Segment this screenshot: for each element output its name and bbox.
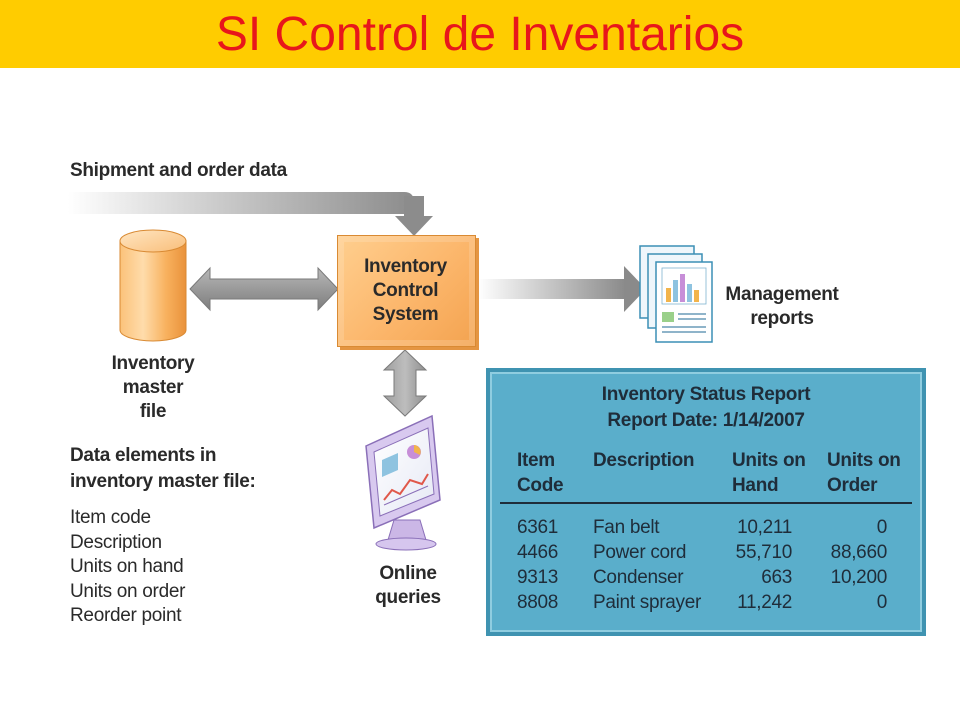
report-date: Report Date: 1/14/2007 (607, 410, 805, 431)
computer-monitor-icon (365, 414, 441, 551)
cell-item-code: 6361 (517, 517, 559, 538)
list-item: Units on hand (70, 556, 184, 577)
master-file-line: file (139, 401, 167, 422)
online-queries-label: Online queries (363, 562, 453, 610)
report-title: Inventory Status Report (601, 384, 811, 405)
online-line: queries (375, 587, 441, 608)
column-header-description: Description (593, 448, 695, 473)
column-header-units-on-hand: Units on Hand (732, 448, 806, 498)
list-item: Reorder point (70, 605, 182, 626)
cylinder-database-icon (119, 229, 187, 342)
queries-link-arrow (382, 349, 428, 417)
list-item: Description (70, 531, 162, 553)
shipment-arrow (68, 192, 433, 236)
master-file-line: master (122, 377, 184, 398)
cell-units-on-order: 88,660 (830, 542, 888, 563)
database-link-arrow (189, 266, 339, 312)
shipment-label: Shipment and order data (70, 160, 287, 181)
cell-description: Paint sprayer (593, 592, 702, 613)
title-bar (0, 0, 960, 68)
management-line: Management (725, 284, 839, 305)
online-line: Online (379, 563, 437, 584)
header-divider (500, 502, 912, 504)
cell-item-code: 9313 (517, 567, 559, 588)
cell-units-on-order: 0 (876, 517, 888, 538)
column-header-units-on-order: Units on Order (827, 448, 901, 498)
header-line: Hand (732, 475, 779, 496)
cell-units-on-hand: 663 (761, 567, 792, 588)
slide-title: SI Control de Inventarios (215, 8, 745, 61)
header-line: Order (827, 475, 878, 496)
header-line: Code (517, 475, 564, 496)
ics-line: System (372, 304, 439, 325)
heading-line: Data elements in (70, 445, 217, 466)
cell-description: Power cord (593, 542, 687, 563)
management-reports-label: Management reports (718, 283, 846, 331)
cell-units-on-order: 0 (876, 592, 888, 613)
master-file-label: Inventory master file (103, 352, 203, 424)
header-line: Description (593, 450, 695, 471)
reports-arrow (478, 266, 646, 312)
header-line: Units on (732, 450, 806, 471)
ics-line: Inventory (364, 256, 447, 277)
cell-description: Condenser (593, 567, 684, 588)
report-pages-icon (639, 245, 713, 343)
cell-units-on-hand: 11,242 (737, 592, 792, 613)
data-elements-heading: Data elements in inventory master file: (70, 443, 256, 495)
master-file-line: Inventory (111, 353, 195, 374)
column-header-item-code: Item Code (517, 448, 564, 498)
inventory-control-system-box (337, 235, 476, 347)
cell-units-on-order: 10,200 (830, 567, 888, 588)
heading-line: inventory master file: (70, 471, 256, 492)
header-line: Units on (827, 450, 901, 471)
ics-line: Control (372, 280, 439, 301)
inventory-control-system-label: Inventory Control System (337, 255, 474, 327)
data-elements-list: Item code Description Units on hand Unit… (70, 506, 185, 629)
header-line: Item (517, 450, 555, 471)
cell-item-code: 8808 (517, 592, 559, 613)
cell-units-on-hand: 10,211 (737, 517, 792, 538)
list-item: Units on order (70, 580, 186, 602)
cell-item-code: 4466 (517, 542, 559, 563)
cell-description: Fan belt (593, 517, 660, 538)
cell-units-on-hand: 55,710 (735, 542, 793, 563)
management-line: reports (750, 308, 814, 329)
list-item: Item code (70, 507, 151, 528)
